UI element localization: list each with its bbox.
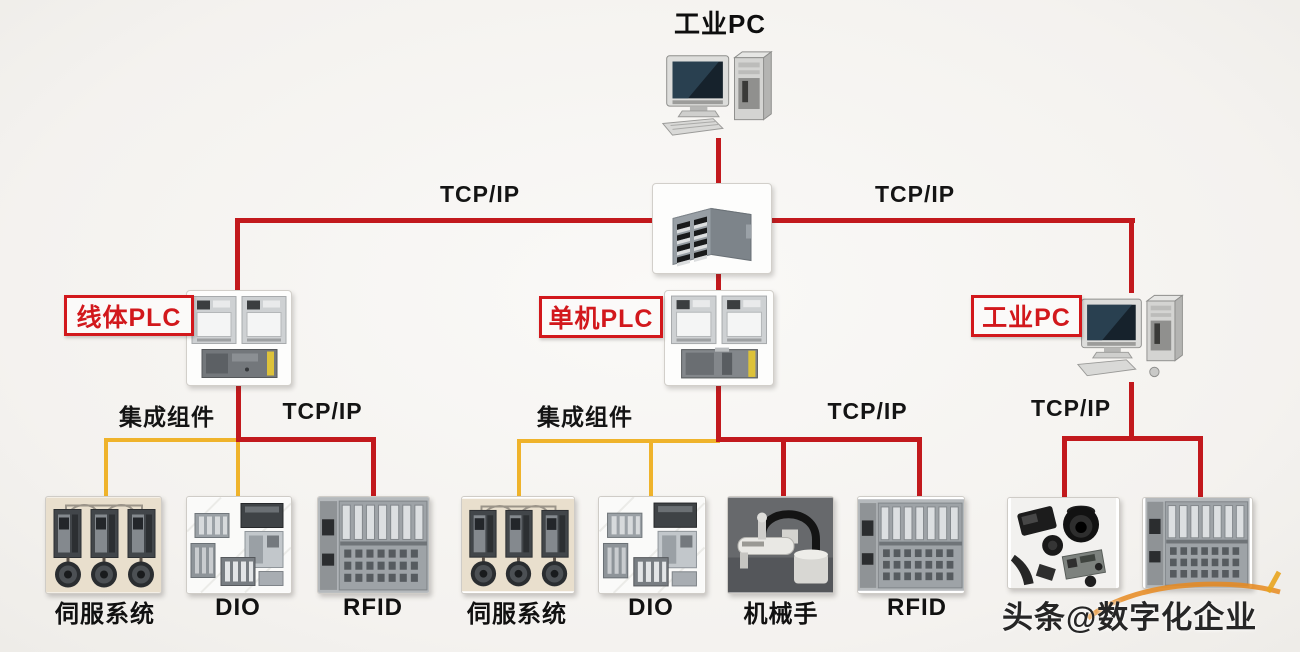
- line-plc-label: 线体PLC: [76, 303, 182, 332]
- bus-yellow-left-h: [104, 438, 240, 442]
- link-centerplc-down: [716, 380, 721, 441]
- dio-left-label: DIO: [215, 594, 261, 621]
- line-plc-card: [186, 290, 292, 386]
- servo-system-icon: [462, 498, 574, 592]
- bus-yellow-left-v1: [104, 438, 108, 498]
- rfid-card: [1142, 497, 1253, 589]
- rfid-icon: [318, 497, 429, 593]
- camera-components-icon: [1010, 498, 1117, 588]
- bus-red-center-h: [716, 437, 922, 442]
- bus-red-right-v-rfid: [1198, 436, 1203, 498]
- robot-center-label: 机械手: [743, 601, 819, 628]
- ethernet-switch-card: [652, 183, 772, 274]
- trunk-tcpip-right-label: TCP/IP: [874, 181, 956, 207]
- bus-red-right-v-vision: [1062, 436, 1067, 498]
- trunk-tcpip-left-label: TCP/IP: [439, 181, 521, 207]
- rfid-icon: [1145, 498, 1250, 588]
- rfid-left-label: RFID: [343, 594, 403, 621]
- watermark-text: 头条@数字化企业: [1002, 600, 1258, 635]
- line-plc-nodebox: 线体PLC: [64, 295, 194, 336]
- rfid-center-label: RFID: [887, 594, 947, 621]
- servo-system-card: [461, 496, 575, 594]
- link-drop-left-plc: [235, 218, 240, 294]
- left-tcpip-bus-label: TCP/IP: [282, 398, 363, 424]
- right-pc-label: 工业PC: [982, 304, 1071, 332]
- bus-red-center-v-rfid: [917, 437, 922, 498]
- rfid-card: [317, 496, 430, 594]
- left-integration-bus-label: 集成组件: [119, 404, 215, 430]
- bus-yellow-center-h: [517, 439, 720, 443]
- ethernet-switch-icon: [672, 207, 752, 267]
- right-pc-nodebox: 工业PC: [971, 295, 1082, 337]
- single-plc-card: [664, 290, 774, 386]
- bus-yellow-center-v2: [649, 439, 653, 498]
- center-integration-bus-label: 集成组件: [537, 404, 633, 430]
- link-leftplc-down: [236, 380, 241, 440]
- top-pc-label: 工业PC: [673, 9, 767, 39]
- bus-red-left-v-rfid: [371, 437, 376, 498]
- link-drop-right-pc: [1129, 218, 1134, 293]
- plc-icon: [670, 295, 768, 379]
- bus-yellow-left-v2: [236, 438, 240, 498]
- dio-card: [186, 496, 292, 594]
- robot-arm-card: [727, 496, 834, 594]
- desktop-computer-icon: [660, 48, 778, 140]
- dio-icon: [599, 497, 705, 593]
- single-plc-nodebox: 单机PLC: [539, 296, 663, 338]
- bus-red-right-h: [1062, 436, 1203, 441]
- desktop-computer-icon: [1076, 286, 1188, 386]
- vision-components-card: [1007, 497, 1120, 589]
- bus-red-center-v-robot: [781, 437, 786, 498]
- link-switch-to-center-plc: [716, 262, 721, 296]
- dio-icon: [187, 497, 291, 593]
- servo-left-label: 伺服系统: [55, 601, 155, 628]
- servo-system-icon: [46, 497, 161, 593]
- right-tcpip-bus-label: TCP/IP: [1030, 395, 1112, 421]
- robot-arm-icon: [728, 497, 833, 593]
- rfid-icon: [858, 499, 964, 591]
- servo-center-label: 伺服系统: [467, 601, 567, 628]
- dio-center-label: DIO: [628, 594, 674, 621]
- plc-icon: [191, 296, 287, 378]
- center-tcpip-bus-label: TCP/IP: [827, 398, 908, 424]
- link-pc-to-switch: [716, 138, 721, 190]
- single-plc-label: 单机PLC: [548, 305, 654, 333]
- link-trunk-left: [235, 218, 675, 223]
- link-trunk-right: [760, 218, 1135, 223]
- rfid-card: [857, 496, 965, 594]
- watermark-swoosh-decoration: [1086, 570, 1282, 620]
- servo-system-card: [45, 496, 162, 594]
- bus-yellow-center-v1: [517, 439, 521, 498]
- bus-red-left-h: [236, 437, 376, 442]
- link-rightpc-down: [1129, 382, 1134, 439]
- dio-card: [598, 496, 706, 594]
